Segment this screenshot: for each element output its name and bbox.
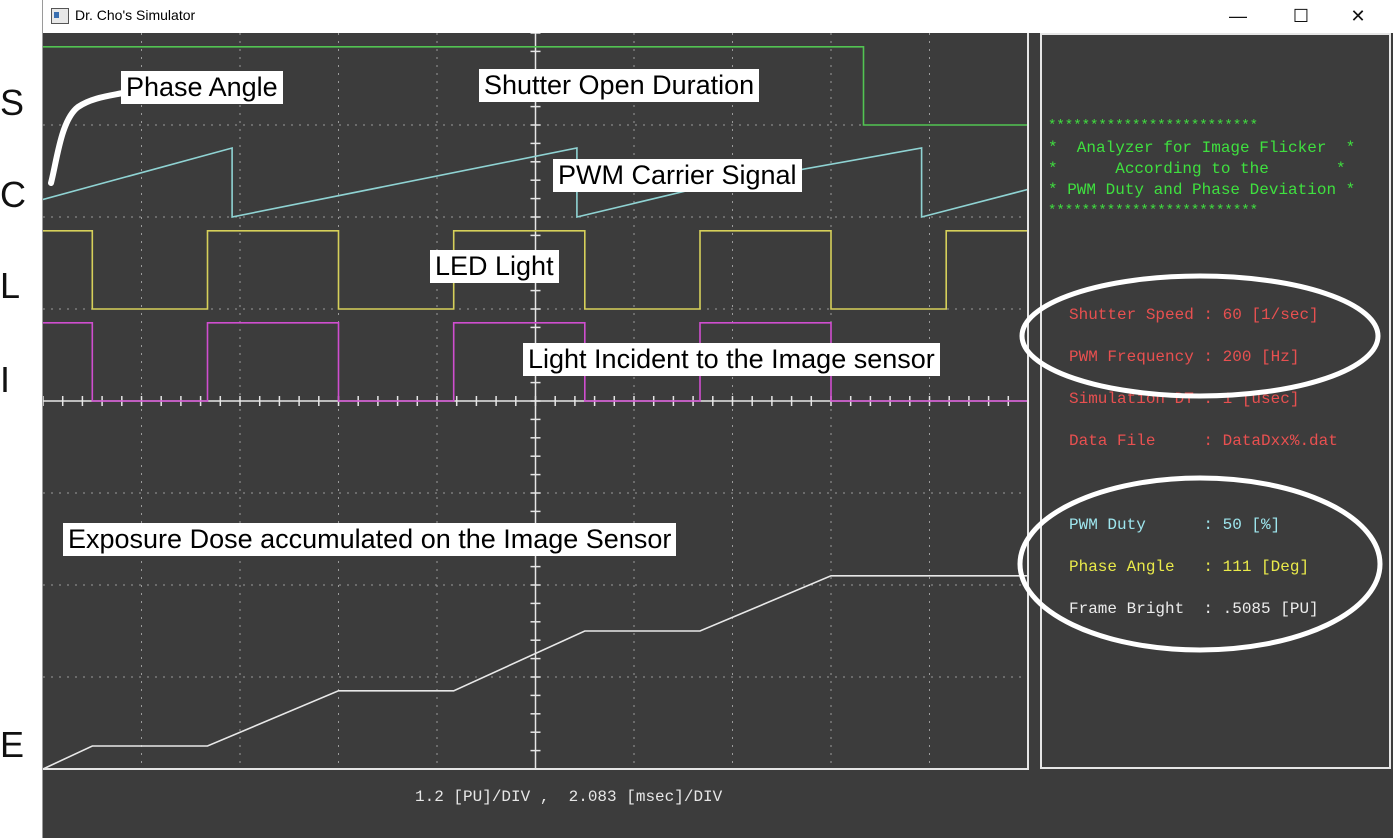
channel-letter-c: C (0, 174, 26, 215)
banner-line-2: * According to the * (1048, 160, 1346, 178)
phase-angle-label: Phase Angle (121, 71, 283, 104)
simulation-dt-readout: Simulation DT : 1 [usec] (1069, 390, 1300, 408)
pwm-frequency-readout: PWM Frequency : 200 [Hz] (1069, 348, 1300, 366)
channel-letter-e: E (0, 724, 25, 765)
trace-e (43, 574, 1028, 770)
app-icon (51, 8, 69, 24)
shutter-speed-readout: Shutter Speed : 60 [1/sec] (1069, 306, 1319, 324)
led-light-label: LED Light (430, 250, 559, 283)
channel-letter-s: S (0, 82, 25, 123)
scope-traces (43, 46, 1029, 770)
channel-letter-l: L (0, 265, 21, 306)
close-button[interactable]: ✕ (1350, 6, 1366, 26)
window-title: Dr. Cho's Simulator (75, 7, 196, 23)
banner-line-3: * PWM Duty and Phase Deviation * (1048, 181, 1356, 199)
trace-s (43, 46, 1028, 126)
simulator-window: Dr. Cho's Simulator — ☐ ✕ Phase Angle Sh… (42, 0, 1393, 838)
frame-bright-readout: Frame Bright : .5085 [PU] (1069, 600, 1319, 618)
exposure-dose-label: Exposure Dose accumulated on the Image S… (63, 523, 677, 556)
trace-i (43, 321, 1028, 402)
pwm-duty-readout: PWM Duty : 50 [%] (1069, 516, 1281, 534)
title-bar[interactable]: Dr. Cho's Simulator — ☐ ✕ (43, 0, 1393, 33)
channel-letter-i: I (0, 359, 11, 400)
trace-c (43, 146, 1029, 219)
banner-line-1: * Analyzer for Image Flicker * (1048, 139, 1356, 157)
trace-l (43, 230, 1028, 310)
scale-readout: 1.2 [PU]/DIV , 2.083 [msec]/DIV (415, 788, 723, 806)
maximize-button[interactable]: ☐ (1292, 6, 1310, 26)
minimize-button[interactable]: — (1229, 6, 1247, 26)
banner-top: ************************* (1048, 118, 1259, 134)
pwm-carrier-label: PWM Carrier Signal (553, 159, 802, 192)
shutter-open-label: Shutter Open Duration (479, 69, 760, 102)
data-file-readout: Data File : DataDxx%.dat (1069, 432, 1338, 450)
oscilloscope-display (43, 33, 1391, 770)
banner-bottom: ************************* (1048, 203, 1259, 219)
light-incident-label: Light Incident to the Image sensor (523, 343, 940, 376)
info-panel-frame (1040, 33, 1391, 769)
phase-angle-readout: Phase Angle : 111 [Deg] (1069, 558, 1310, 576)
